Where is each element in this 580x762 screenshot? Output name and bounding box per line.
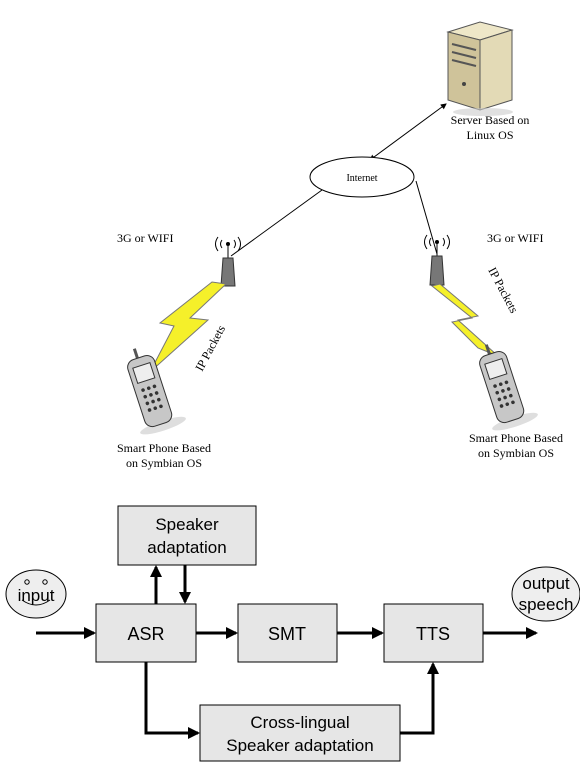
- left-link-label: 3G or WIFI: [117, 231, 173, 245]
- left-phone-label-line1: Smart Phone Based: [117, 441, 211, 455]
- speaker-adaptation-box: [117, 505, 257, 566]
- asr-label: ASR: [127, 624, 164, 644]
- internet-right-tower-link: [415, 180, 438, 255]
- server-label-line1: Server Based on: [451, 113, 530, 127]
- pipeline-diagram: input output speech Speaker adaptation A…: [5, 505, 580, 762]
- internet-left-tower-link: [230, 189, 323, 257]
- speaker-adaptation-label-line2: adaptation: [147, 538, 226, 557]
- cross-lingual-label-line1: Cross-lingual: [250, 713, 349, 732]
- left-phone-label-line2: on Symbian OS: [126, 456, 202, 470]
- right-antenna-icon: [424, 234, 450, 286]
- input-label: input: [18, 586, 55, 605]
- output-bubble: [511, 566, 580, 622]
- output-label-line1: output: [522, 574, 570, 593]
- arrow-asr-to-cross-lingual: [144, 662, 200, 739]
- cross-lingual-box: [199, 704, 401, 762]
- network-diagram: Server Based on Linux OS Internet 3G or …: [117, 21, 563, 470]
- right-link-label: 3G or WIFI: [487, 231, 543, 245]
- server-internet-link: [369, 103, 447, 161]
- tts-label: TTS: [416, 624, 450, 644]
- left-phone-icon: [127, 348, 186, 435]
- cross-lingual-label-line2: Speaker adaptation: [226, 736, 373, 755]
- right-lightning-icon: [430, 283, 499, 357]
- server-icon: [446, 21, 514, 116]
- right-phone-label-line2: on Symbian OS: [478, 446, 554, 460]
- internet-label: Internet: [346, 173, 377, 184]
- input-bubble: [5, 569, 67, 619]
- left-antenna-icon: [215, 236, 241, 287]
- right-phone-icon: [479, 344, 538, 431]
- right-phone-label-line1: Smart Phone Based: [469, 431, 563, 445]
- internet-ellipse: [309, 156, 415, 198]
- left-lightning-icon: [149, 281, 228, 373]
- arrow-cross-lingual-to-tts: [400, 662, 439, 735]
- output-label-line2: speech: [519, 595, 574, 614]
- left-packets-label: IP Packets: [192, 323, 228, 374]
- right-packets-label: IP Packets: [485, 265, 521, 316]
- asr-box: [95, 603, 197, 663]
- speaker-adaptation-label-line1: Speaker: [155, 515, 219, 534]
- server-label-line2: Linux OS: [466, 128, 513, 142]
- smt-label: SMT: [268, 624, 306, 644]
